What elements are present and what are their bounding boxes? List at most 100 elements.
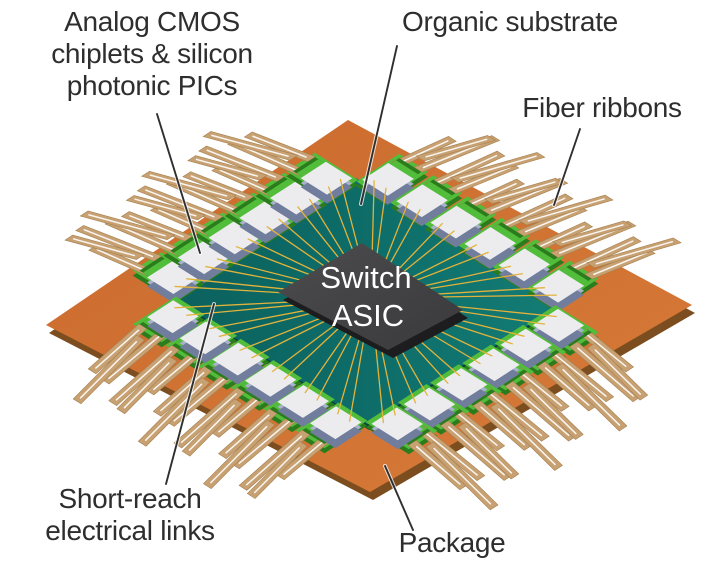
ribbon-stripe	[219, 169, 268, 192]
chiplet-assembly	[72, 296, 205, 405]
chip-top	[498, 248, 550, 282]
ribbon-stripe	[283, 440, 324, 475]
ribbon-clamp-top	[204, 218, 233, 237]
ribbon-stripe	[562, 368, 621, 426]
chip-top	[430, 205, 482, 239]
ribbon-stripe	[593, 252, 648, 276]
fiber-ribbon-group	[527, 220, 637, 259]
ribbon-stripe	[527, 198, 605, 222]
ribbon-stripe	[206, 149, 277, 178]
chip-top	[532, 269, 585, 303]
chiplet-assembly	[173, 360, 303, 457]
leader-lines	[155, 44, 582, 532]
leader-short	[165, 303, 215, 485]
chiplet-assemblies	[64, 131, 682, 511]
chip-top	[468, 348, 520, 382]
fiber-ribbon-group	[125, 185, 224, 236]
ribbon-stripe	[553, 353, 607, 397]
fiber-ribbon-group	[391, 135, 501, 173]
ribbon-stripe	[433, 447, 492, 505]
fiber-ribbon-group	[72, 323, 170, 405]
ribbon-stripe	[123, 362, 170, 409]
ribbon-stripe	[524, 209, 580, 233]
short-reach-label-line2: electrical links	[45, 515, 215, 546]
fiber-ribbon-group	[64, 225, 163, 276]
ribbon-stripe	[456, 166, 512, 190]
asic-label-line2: ASIC	[332, 298, 404, 333]
fiber-ribbon-group	[140, 170, 255, 216]
chiplet-assembly	[492, 220, 637, 291]
chiplet-row-top-left	[64, 131, 359, 303]
ribbon-stripe	[158, 209, 207, 232]
chiplet-row-bottom-left	[72, 296, 368, 499]
ribbon-clamp-top	[492, 224, 521, 242]
ribbon-clamp-top	[235, 198, 263, 217]
chip-top	[300, 161, 353, 195]
chiplet-assembly	[390, 150, 546, 227]
ribbon-stripe	[594, 349, 642, 395]
chip-top	[396, 184, 448, 218]
fiber-ribbon-group	[536, 347, 628, 432]
fiber-ribbon-group	[173, 387, 268, 457]
chiplet-assembly	[187, 145, 328, 224]
ribbon-stripe	[149, 174, 228, 197]
ribbon-stripe	[536, 225, 585, 249]
ribbon-stripe	[585, 333, 627, 368]
ribbon-stripe	[83, 229, 154, 258]
short-reach-label: Short-reach electrical links	[14, 483, 246, 547]
ribbon-stripe	[424, 431, 478, 476]
ribbon-stripe	[448, 426, 505, 476]
chiplet-assembly	[526, 236, 682, 312]
ribbon-stripe	[95, 329, 140, 369]
chiplets-label-line2: chiplets & silicon	[51, 38, 253, 69]
ribbon-stripe	[115, 350, 172, 401]
chip-top	[208, 221, 260, 255]
chip-top	[464, 227, 516, 260]
ribbon-stripe	[465, 428, 513, 474]
asic-top	[278, 243, 463, 350]
ribbon-stripe	[497, 408, 556, 466]
fiber-ribbons-label: Fiber ribbons	[522, 92, 682, 123]
chip-top	[239, 201, 291, 235]
ribbon-stripe	[190, 175, 246, 198]
chiplet-assembly	[365, 403, 499, 511]
chip-top	[270, 181, 322, 215]
ribbon-clamp-top	[265, 179, 294, 197]
chiplet-assembly	[424, 177, 569, 248]
ribbon-stripe	[480, 406, 526, 446]
short-reach-label-line1: Short-reach	[58, 483, 202, 514]
organic-substrate-label: Organic substrate	[402, 6, 618, 37]
ribbon-stripe	[145, 189, 215, 218]
leader-chiplets	[156, 113, 201, 254]
chiplets-label: Analog CMOS chiplets & silicon photonic …	[4, 6, 300, 102]
ribbon-stripe	[252, 135, 307, 158]
ribbon-stripe	[595, 240, 674, 265]
ribbon-stripe	[96, 248, 145, 271]
chip-top	[436, 368, 488, 401]
fiber-ribbon-group	[561, 236, 682, 280]
chiplets-label-line3: photonic PICs	[66, 70, 238, 101]
chip-top	[371, 407, 423, 441]
fiber-ribbon-group	[504, 366, 584, 442]
ribbon-stripe	[195, 158, 259, 177]
chip-top	[212, 342, 264, 376]
chiplet-assembly	[202, 381, 335, 489]
leader-package	[384, 465, 414, 531]
chiplet-assembly	[137, 338, 270, 447]
chiplet-assembly	[458, 193, 614, 269]
chip-top	[310, 406, 362, 440]
ribbon-stripe	[160, 371, 205, 412]
ribbon-stripe	[577, 347, 634, 397]
ribbon-stripe	[468, 182, 517, 206]
leader-fiber	[553, 128, 581, 206]
ribbon-stripe	[210, 425, 268, 484]
ribbon-stripe	[88, 214, 166, 237]
fiber-ribbon-group	[407, 425, 499, 511]
chiplet-assembly	[397, 384, 520, 481]
fiber-ribbon-group	[440, 406, 520, 481]
ribbon-stripe	[521, 372, 563, 407]
ribbon-stripe	[211, 134, 289, 157]
ribbon-clamp-top	[458, 203, 487, 221]
package-label: Package	[398, 527, 506, 558]
ribbon-stripe	[180, 393, 237, 444]
